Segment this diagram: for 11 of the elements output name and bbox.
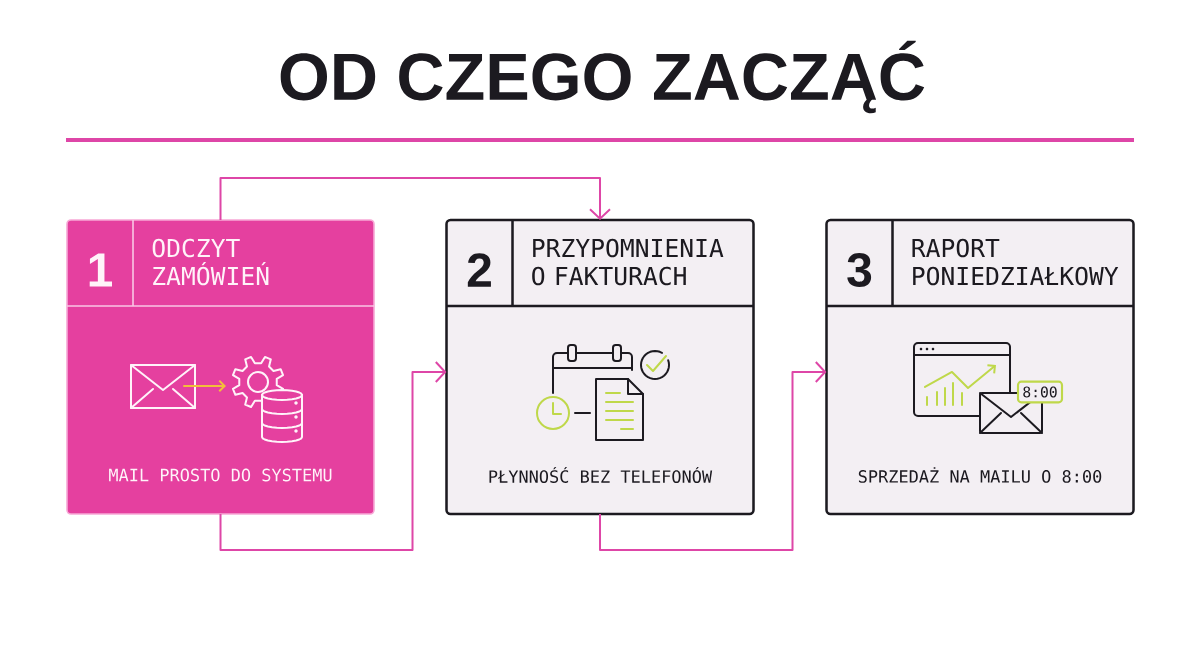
step-number: 3 xyxy=(847,253,872,288)
time-badge: 8:00 xyxy=(1016,380,1064,404)
step-number: 2 xyxy=(467,253,491,287)
step-title: PRZYPOMNIENIA O FAKTURACH xyxy=(532,238,724,286)
step-title: RAPORT PONIEDZIAŁKOWY xyxy=(912,238,1119,286)
step-number: 1 xyxy=(89,253,112,287)
step-caption: SPRZEDAŻ NA MAILU O 8:00 xyxy=(858,467,1102,483)
step-caption: MAIL PROSTO DO SYSTEMU xyxy=(109,468,332,482)
step-caption: PŁYNNOŚĆ BEZ TELEFONÓW xyxy=(489,467,713,483)
title: OD CZEGO ZACZĄĆ xyxy=(280,40,925,114)
step-title: ODCZYT ZAMÓWIEŃ xyxy=(152,238,269,286)
